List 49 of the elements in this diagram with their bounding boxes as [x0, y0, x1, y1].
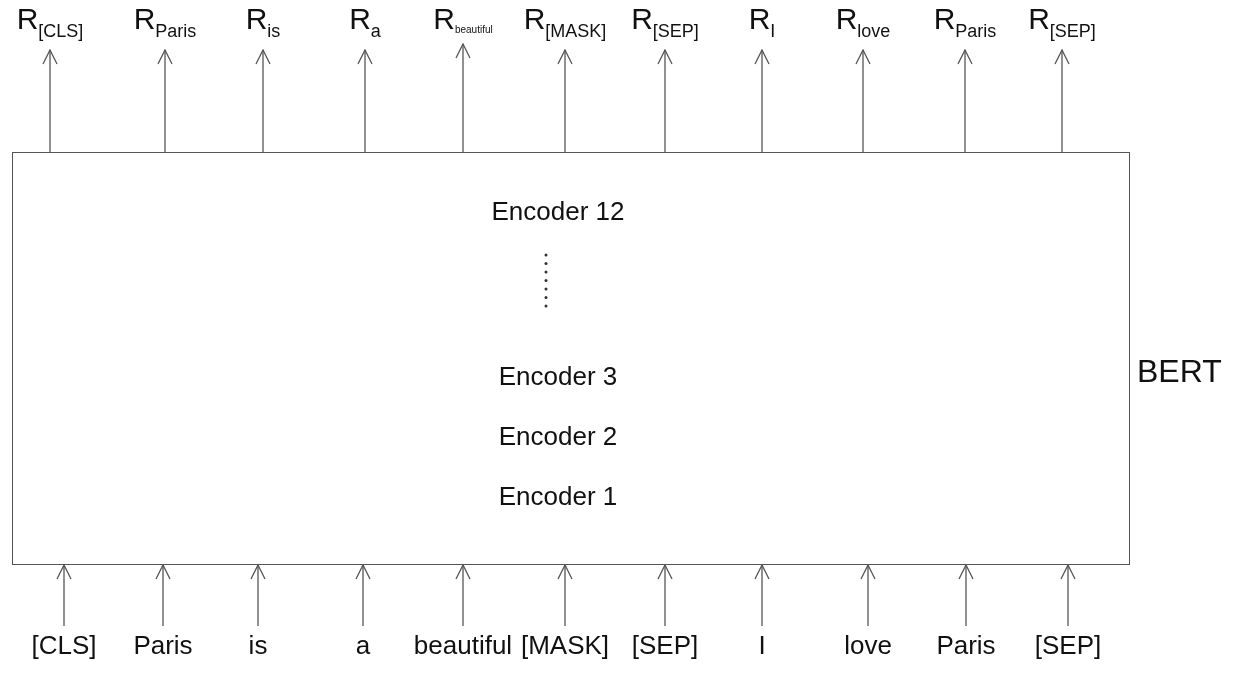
arrow	[455, 564, 471, 627]
layer-label: Encoder 1	[498, 481, 618, 512]
arrow	[754, 49, 770, 153]
arrow	[657, 564, 673, 627]
arrow	[957, 49, 973, 153]
arrow	[855, 49, 871, 153]
layer-label: Encoder 12	[491, 196, 625, 227]
input-token: a	[354, 630, 372, 661]
input-token: Paris	[132, 630, 194, 661]
arrow	[958, 564, 974, 627]
arrow	[1054, 49, 1070, 153]
layer-label: Encoder 2	[498, 421, 618, 452]
arrow	[455, 43, 471, 153]
arrow	[157, 49, 173, 153]
model-name: BERT	[1137, 353, 1222, 390]
arrow	[754, 564, 770, 627]
output-representation: R$_{I}$	[748, 2, 776, 42]
arrow	[255, 49, 271, 153]
output-representation: R$_{[SEP]}$	[1028, 2, 1096, 42]
output-representation: R$_{[MASK]}$	[523, 2, 607, 42]
output-representation: R$_{Paris}$	[933, 2, 997, 42]
output-representation: R$_{love}$	[835, 2, 891, 42]
layer-label: Encoder 3	[498, 361, 618, 392]
input-token: Paris	[935, 630, 997, 661]
arrow	[557, 49, 573, 153]
arrow	[1060, 564, 1076, 627]
input-token: [MASK]	[519, 630, 611, 661]
output-representation: R$_{is}$	[245, 2, 281, 42]
arrow	[42, 49, 58, 153]
input-token: is	[247, 630, 269, 661]
input-token: [SEP]	[630, 630, 700, 661]
arrow	[155, 564, 171, 627]
input-token: I	[757, 630, 767, 661]
input-token: [SEP]	[1033, 630, 1103, 661]
arrow	[250, 564, 266, 627]
output-representation: R$_{[SEP]}$	[631, 2, 699, 42]
arrow	[860, 564, 876, 627]
input-token: [CLS]	[30, 630, 98, 661]
output-representation: R$_{Paris}$	[133, 2, 197, 42]
arrow	[355, 564, 371, 627]
input-token: love	[843, 630, 893, 661]
output-representation: R$_{[CLS]}$	[16, 2, 84, 42]
output-representation: R$_{beautiful}$	[433, 2, 493, 36]
arrow	[357, 49, 373, 153]
input-token: beautiful	[412, 630, 514, 661]
output-representation: R$_{a}$	[349, 2, 381, 42]
arrow	[657, 49, 673, 153]
arrow	[56, 564, 72, 627]
arrow	[557, 564, 573, 627]
